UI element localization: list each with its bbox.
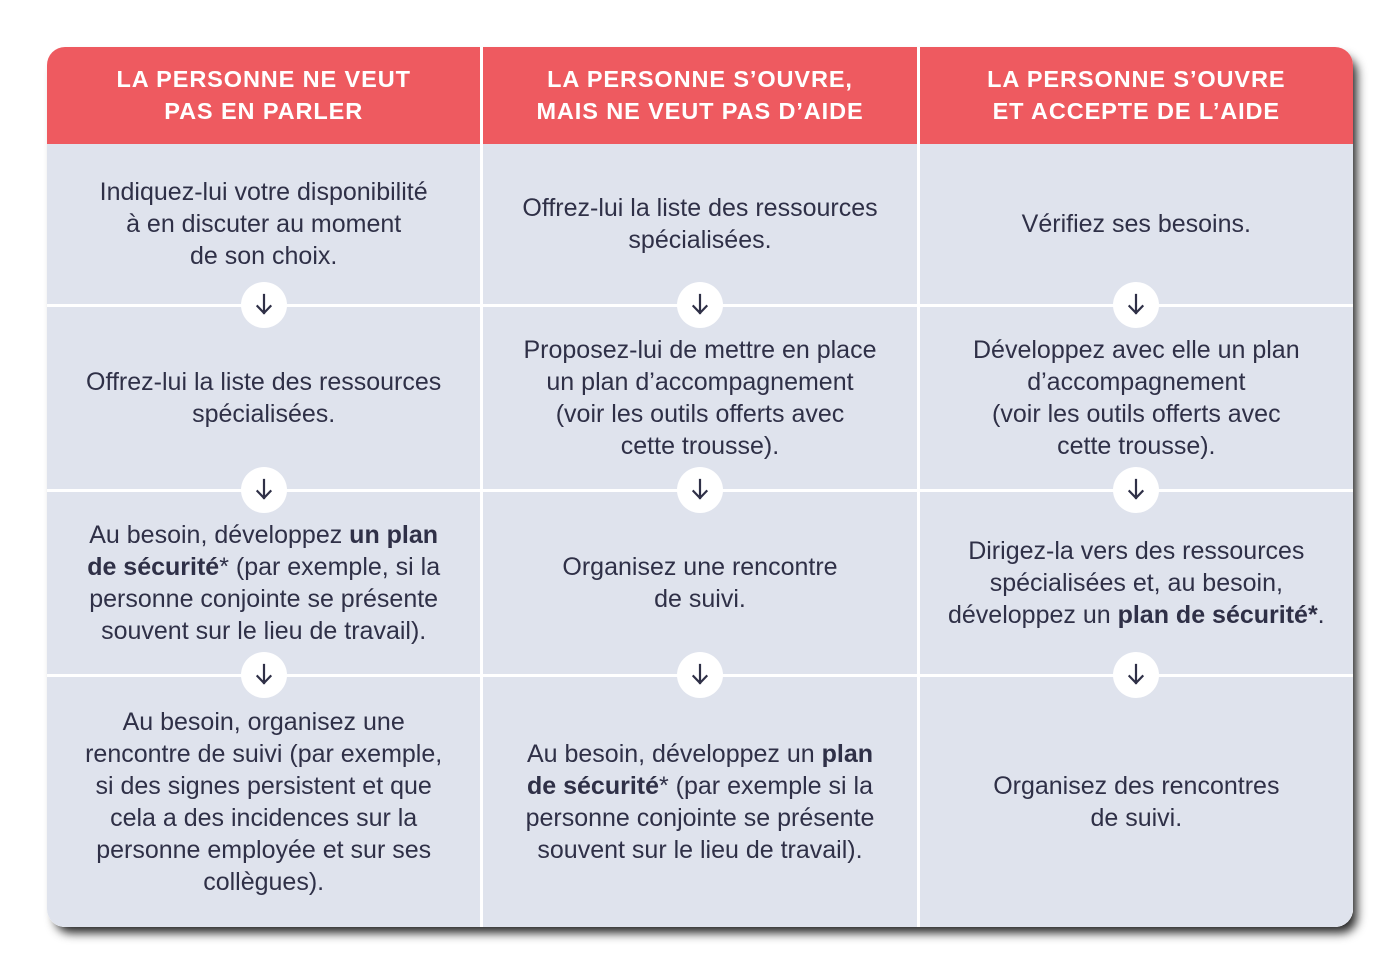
column-3-body: Vérifiez ses besoins. Développez avec el… [919,144,1353,927]
arrow-down-icon [1113,282,1160,328]
arrow-down-icon [676,652,723,698]
arrow-down-icon [676,282,723,328]
flow-column-2: LA PERSONNE S’OUVRE,MAIS NE VEUT PAS D’A… [483,47,917,927]
arrow-down-icon [1113,652,1160,698]
column-2-header-text: LA PERSONNE S’OUVRE,MAIS NE VEUT PAS D’A… [536,66,864,124]
arrow-down-icon [1113,467,1160,513]
arrow-down-icon [240,652,287,698]
column-2-header: LA PERSONNE S’OUVRE,MAIS NE VEUT PAS D’A… [483,47,917,144]
arrow-down-icon [676,467,723,513]
arrow-down-icon [240,282,287,328]
arrow-down-icon [240,467,287,513]
step-cell: Vérifiez ses besoins. [919,144,1353,328]
step-text: Vérifiez ses besoins. [1021,210,1251,238]
